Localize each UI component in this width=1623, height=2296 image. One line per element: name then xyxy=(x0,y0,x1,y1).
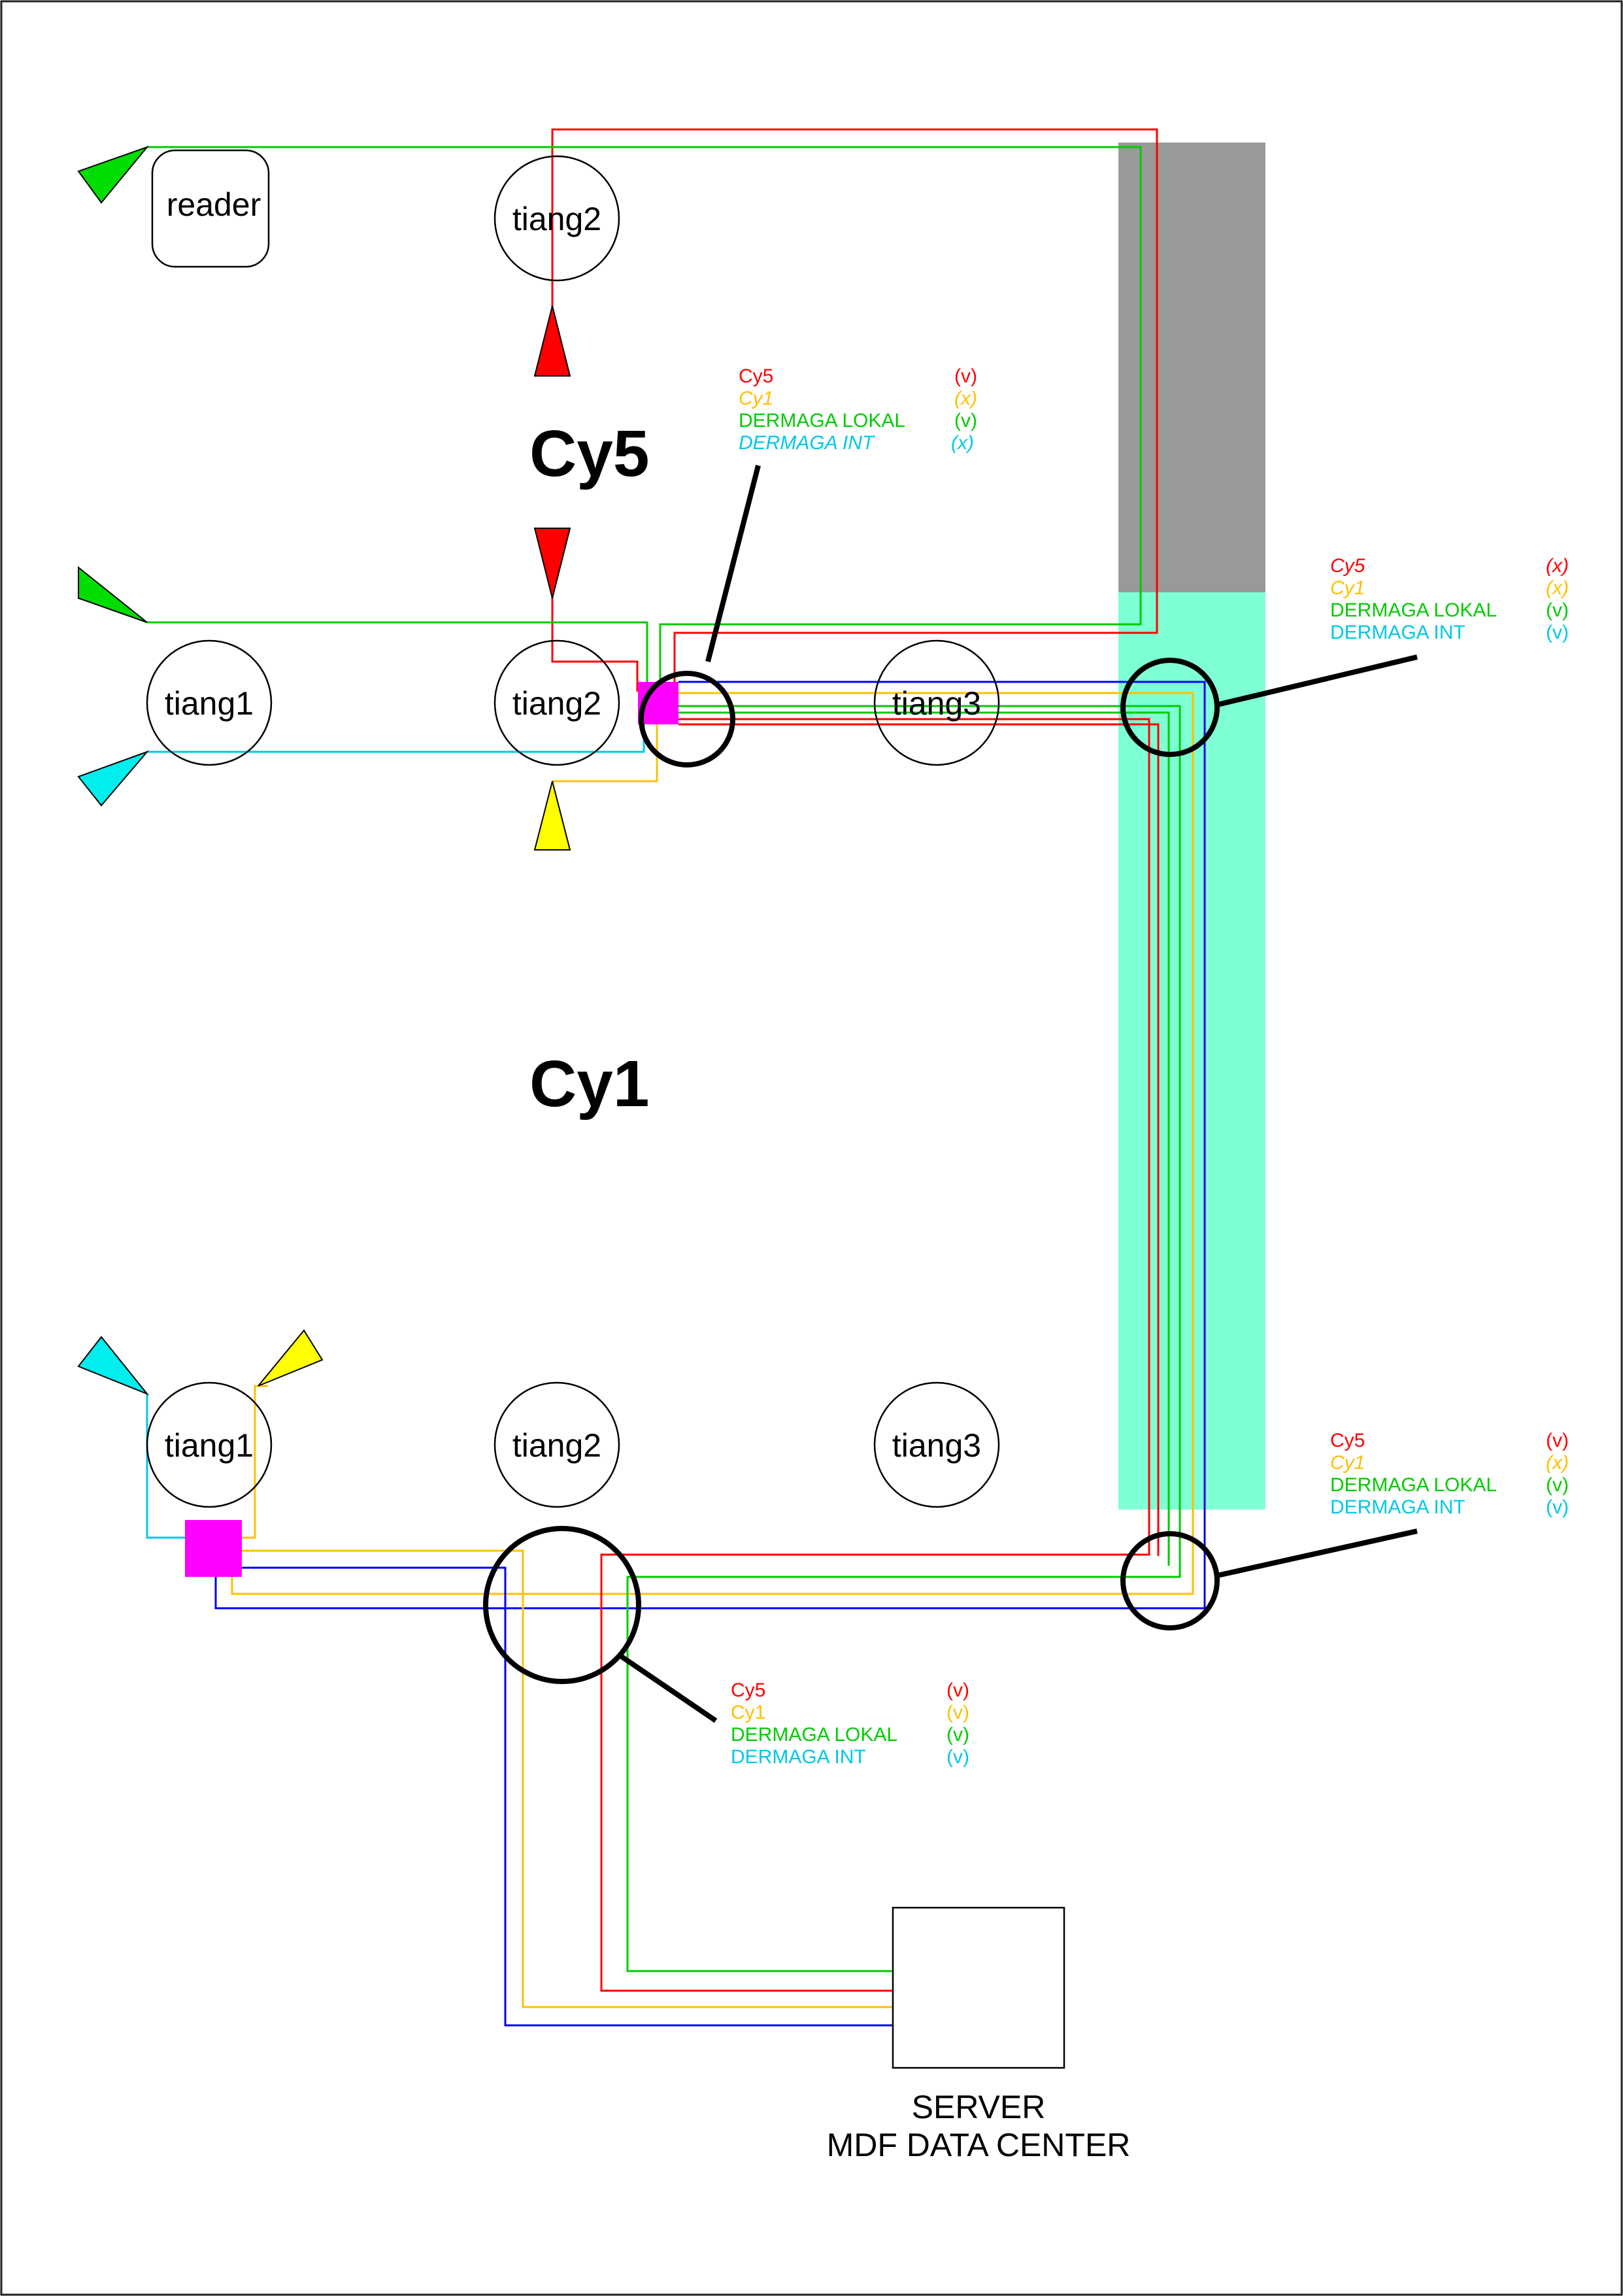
legend-right-bottom-status-lokal: (v) xyxy=(1546,1474,1569,1496)
pole-bot-tiang1-label: tiang1 xyxy=(165,1427,254,1464)
pole-bot-tiang2-label: tiang2 xyxy=(512,1427,601,1464)
legend-right-bottom-label-cy1: Cy1 xyxy=(1330,1452,1365,1474)
trunk-green-1 xyxy=(626,705,1181,1972)
pole-bot-tiang3-label: tiang3 xyxy=(892,1427,981,1464)
legend-top-mid-label-int: DERMAGA INT xyxy=(739,432,876,454)
area-label-cy5: Cy5 xyxy=(529,417,649,490)
legend-bottom-mid-label-cy5: Cy5 xyxy=(731,1680,765,1701)
antenna-yellow-mid xyxy=(533,781,571,851)
cable-cy1-mid xyxy=(552,713,658,783)
trunk-red-1 xyxy=(600,718,1150,1992)
legend-bottom-mid-status-cy1: (v) xyxy=(946,1702,969,1723)
callout-ring-bottom xyxy=(483,1526,641,1684)
pole-bot-tiang1 xyxy=(146,1381,273,1508)
legend-bottom-mid-label-cy1: Cy1 xyxy=(731,1702,765,1723)
cable-cy1-bot xyxy=(242,1385,268,1539)
legend-bottom-mid: Cy5 (v) Cy1 (v) DERMAGA LOKAL (v) DERMAG… xyxy=(731,1680,969,1768)
antenna-cyan-mid xyxy=(77,750,150,807)
legend-right-top: Cy5 (x) Cy1 (x) DERMAGA LOKAL (v) DERMAG… xyxy=(1330,555,1569,643)
legend-bottom-mid-status-int: (v) xyxy=(946,1746,969,1768)
trunk-green-1b xyxy=(678,711,1170,1566)
legend-right-bottom-label-lokal: DERMAGA LOKAL xyxy=(1330,1474,1497,1496)
reader-node: reader xyxy=(151,149,270,268)
legend-right-top-label-cy5: Cy5 xyxy=(1330,555,1365,577)
cable-cy5-top xyxy=(551,128,1158,692)
legend-right-bottom-status-cy1: (x) xyxy=(1546,1452,1569,1474)
trunk-blue-2 xyxy=(242,1566,893,2027)
cable-lokal-top xyxy=(147,146,1142,685)
legend-top-mid-label-lokal: DERMAGA LOKAL xyxy=(739,410,905,431)
legend-top-mid-status-int: (x) xyxy=(951,432,974,454)
legend-right-top-label-lokal: DERMAGA LOKAL xyxy=(1330,599,1497,621)
callout-pointer-bottom xyxy=(618,1653,718,1723)
callout-ring-switch-mid xyxy=(639,671,735,768)
pole-top-tiang2-label: tiang2 xyxy=(512,201,601,237)
legend-right-bottom-status-cy5: (v) xyxy=(1546,1430,1569,1451)
legend-right-top-status-int: (v) xyxy=(1546,622,1569,643)
cable-cy5-mid-drop xyxy=(551,595,639,692)
legend-bottom-mid-label-int: DERMAGA INT xyxy=(731,1746,866,1768)
server-box xyxy=(892,1906,1065,2069)
server-label-line2: MDF DATA CENTER xyxy=(827,2127,1131,2163)
switch-bot xyxy=(185,1520,242,1577)
cables xyxy=(146,128,1206,2027)
legend-right-top-status-cy5: (x) xyxy=(1546,555,1569,577)
legend-top-mid: Cy5 (v) Cy1 (x) DERMAGA LOKAL (v) DERMAG… xyxy=(739,365,977,454)
pole-mid-tiang2-label: tiang2 xyxy=(512,685,601,722)
legend-right-top-label-cy1: Cy1 xyxy=(1330,577,1365,599)
legend-right-top-status-lokal: (v) xyxy=(1546,599,1569,621)
callout-pointer-right-bottom xyxy=(1216,1528,1418,1578)
pole-mid-tiang3 xyxy=(873,639,1000,766)
antenna-red-mid xyxy=(533,528,571,599)
legend-top-mid-status-cy1: (x) xyxy=(954,388,977,409)
server-label-line1: SERVER xyxy=(912,2089,1046,2125)
gray-zone xyxy=(1118,143,1265,592)
trunk-yellow-1 xyxy=(231,692,1194,1595)
legend-right-bottom-label-cy5: Cy5 xyxy=(1330,1430,1365,1451)
antenna-cyan-bot xyxy=(77,1336,150,1396)
legend-right-bottom-label-int: DERMAGA INT xyxy=(1330,1496,1465,1518)
antenna-yellow-bot xyxy=(258,1329,324,1387)
legend-top-mid-status-lokal: (v) xyxy=(954,410,977,431)
callout-pointer-right-top xyxy=(1216,654,1418,707)
callout-pointer-top-mid xyxy=(705,465,761,662)
pole-bot-tiang2 xyxy=(494,1381,620,1508)
reader-label: reader xyxy=(167,186,261,223)
callout-ring-right-top xyxy=(1120,658,1220,757)
pole-mid-tiang1-label: tiang1 xyxy=(165,685,254,722)
legend-bottom-mid-status-cy5: (v) xyxy=(946,1680,969,1701)
callouts xyxy=(483,465,1418,1723)
legend-bottom-mid-label-lokal: DERMAGA LOKAL xyxy=(731,1724,897,1746)
legend-right-bottom-status-int: (v) xyxy=(1546,1496,1569,1518)
pole-bot-tiang3 xyxy=(873,1381,1000,1508)
pole-mid-tiang3-label: tiang3 xyxy=(892,685,981,722)
legend-right-bottom: Cy5 (v) Cy1 (x) DERMAGA LOKAL (v) DERMAG… xyxy=(1330,1430,1569,1518)
legend-bottom-mid-status-lokal: (v) xyxy=(946,1724,969,1746)
pole-mid-tiang1 xyxy=(146,639,273,766)
antennas xyxy=(77,145,571,1396)
tiang-nodes xyxy=(146,155,1000,1508)
legend-right-top-status-cy1: (x) xyxy=(1546,577,1569,599)
legend-right-top-label-int: DERMAGA INT xyxy=(1330,622,1465,643)
legend-top-mid-label-cy5: Cy5 xyxy=(739,365,773,387)
antenna-green-mid xyxy=(78,566,148,623)
pole-mid-tiang2 xyxy=(494,639,620,766)
reader-box xyxy=(151,149,270,268)
pole-top-tiang2 xyxy=(494,155,620,282)
cable-lokal-mid xyxy=(147,621,648,686)
trunk-red-1b xyxy=(678,723,1160,1556)
antenna-green-reader xyxy=(77,145,150,204)
area-label-cy1: Cy1 xyxy=(529,1047,649,1121)
legend-top-mid-status-cy5: (v) xyxy=(954,365,977,387)
callout-ring-right-bottom xyxy=(1120,1531,1220,1630)
legend-top-mid-label-cy1: Cy1 xyxy=(739,388,773,409)
trunk-blue-1 xyxy=(214,681,1206,1610)
antenna-red-top xyxy=(533,305,571,377)
trunk-yellow-2 xyxy=(242,1549,893,2008)
